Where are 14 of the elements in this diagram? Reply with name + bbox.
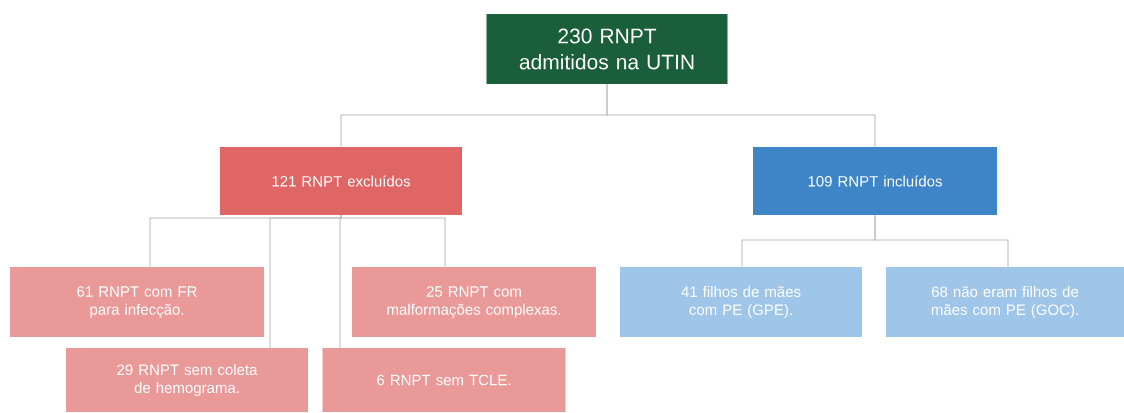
connector-line [874, 214, 1009, 268]
category-box: 61 RNPT com FR para infecção. [10, 267, 264, 337]
connector-line [269, 214, 342, 349]
group-box: 109 RNPT incluídos [753, 147, 997, 215]
connector-line [339, 214, 342, 349]
category-box: 25 RNPT com malformações complexas. [352, 267, 596, 337]
category-box: 29 RNPT sem coleta de hemograma. [66, 348, 308, 412]
group-box: 121 RNPT excluídos [220, 147, 462, 215]
category-box: 41 filhos de mães com PE (GPE). [620, 267, 862, 337]
root-box: 230 RNPT admitidos na UTIN [486, 14, 728, 84]
connector-line [606, 83, 876, 148]
category-box: 68 não eram filhos de mães com PE (GOC). [886, 267, 1124, 337]
connector-line [340, 214, 446, 268]
category-box: 6 RNPT sem TCLE. [322, 348, 566, 412]
